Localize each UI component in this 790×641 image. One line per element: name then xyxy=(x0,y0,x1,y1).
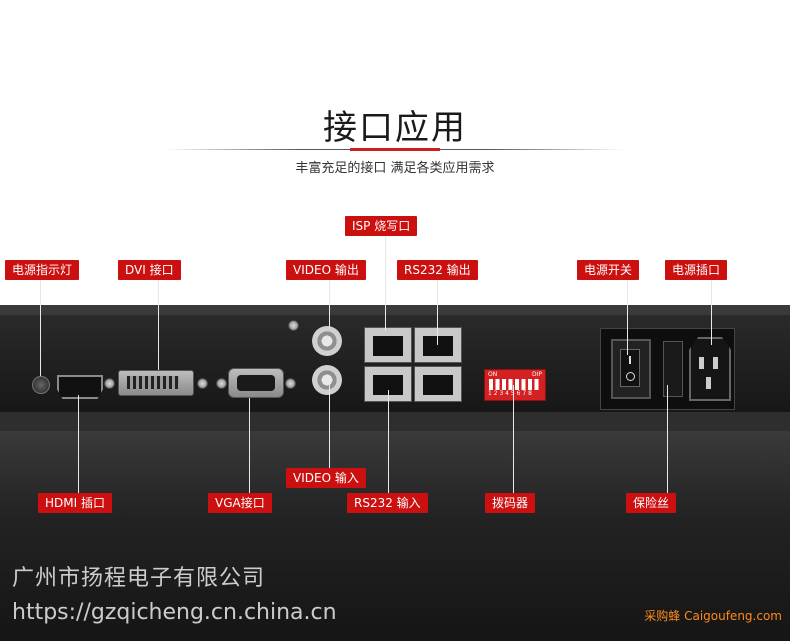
power-socket xyxy=(689,337,731,401)
leader-line xyxy=(158,280,159,370)
label-power-socket: 电源插口 xyxy=(665,260,728,280)
device-panel-lip xyxy=(0,412,790,431)
page-subtitle: 丰富充足的接口 满足各类应用需求 xyxy=(295,161,495,176)
leader-line xyxy=(437,280,438,345)
leader-line xyxy=(711,280,712,345)
label-isp: ISP 烧写口 xyxy=(345,216,418,236)
label-rs232-out: RS232 输出 xyxy=(397,260,478,280)
power-switch xyxy=(611,339,651,399)
label-dvi: DVI 接口 xyxy=(118,260,181,280)
dip-toggles xyxy=(489,379,541,390)
screw-icon xyxy=(197,378,208,389)
dvi-connector-body xyxy=(118,370,194,396)
dip-on-label: ON xyxy=(488,371,498,378)
screw-icon xyxy=(216,378,227,389)
port-opening xyxy=(373,336,403,356)
label-dip: 拨码器 xyxy=(485,493,536,513)
leader-line xyxy=(513,385,514,495)
dip-dip-label: DIP xyxy=(531,371,542,378)
label-video-out: VIDEO 输出 xyxy=(286,260,366,280)
dip-numbers: 1 2 3 4 5 6 7 8 xyxy=(488,390,532,397)
dvi-port xyxy=(104,368,208,398)
label-fuse: 保险丝 xyxy=(626,493,677,513)
hdmi-port xyxy=(57,375,103,399)
screw-icon xyxy=(285,378,296,389)
watermark-site: 采购蜂 Caigoufeng.com xyxy=(644,609,782,623)
power-led xyxy=(32,376,50,394)
fuse-holder xyxy=(663,341,683,397)
rs232-out-port xyxy=(414,327,462,363)
video-in-bnc xyxy=(312,365,342,395)
page-title: 接口应用 xyxy=(323,108,467,148)
leader-line xyxy=(667,385,668,495)
device-body xyxy=(0,431,790,641)
watermark-url: https://gzqicheng.cn.china.cn xyxy=(12,600,337,625)
switch-off-mark xyxy=(626,372,635,381)
rocker xyxy=(620,349,640,387)
socket-pin xyxy=(706,377,711,389)
leader-line xyxy=(40,280,41,376)
rs232-extra-port xyxy=(414,366,462,402)
vga-pins xyxy=(237,375,275,391)
leader-line xyxy=(78,395,79,495)
label-video-in: VIDEO 输入 xyxy=(286,468,366,488)
socket-pin xyxy=(713,357,718,369)
switch-on-mark xyxy=(629,356,631,364)
leader-line xyxy=(388,390,389,495)
label-vga: VGA接口 xyxy=(208,493,272,513)
vga-port xyxy=(216,366,296,400)
label-hdmi: HDMI 插口 xyxy=(38,493,112,513)
title-accent-bar xyxy=(350,148,440,151)
power-module xyxy=(600,328,735,410)
isp-port xyxy=(364,327,412,363)
screw-icon xyxy=(288,320,299,331)
device-top-edge xyxy=(0,305,790,315)
label-rs232-in: RS232 输入 xyxy=(347,493,428,513)
vga-connector-body xyxy=(228,368,284,398)
screw-icon xyxy=(104,378,115,389)
port-opening xyxy=(423,375,453,395)
leader-line xyxy=(385,236,386,331)
leader-line xyxy=(627,280,628,355)
port-opening xyxy=(373,375,403,395)
watermark-company: 广州市扬程电子有限公司 xyxy=(12,566,266,591)
leader-line xyxy=(249,398,250,495)
socket-pin xyxy=(699,357,704,369)
leader-line xyxy=(329,280,330,328)
label-power-switch: 电源开关 xyxy=(577,260,640,280)
dip-switch: ON DIP 1 2 3 4 5 6 7 8 xyxy=(484,369,546,401)
video-out-bnc xyxy=(312,326,342,356)
label-power-led: 电源指示灯 xyxy=(5,260,80,280)
leader-line xyxy=(329,380,330,468)
port-opening xyxy=(423,336,453,356)
dvi-pins xyxy=(127,376,179,389)
